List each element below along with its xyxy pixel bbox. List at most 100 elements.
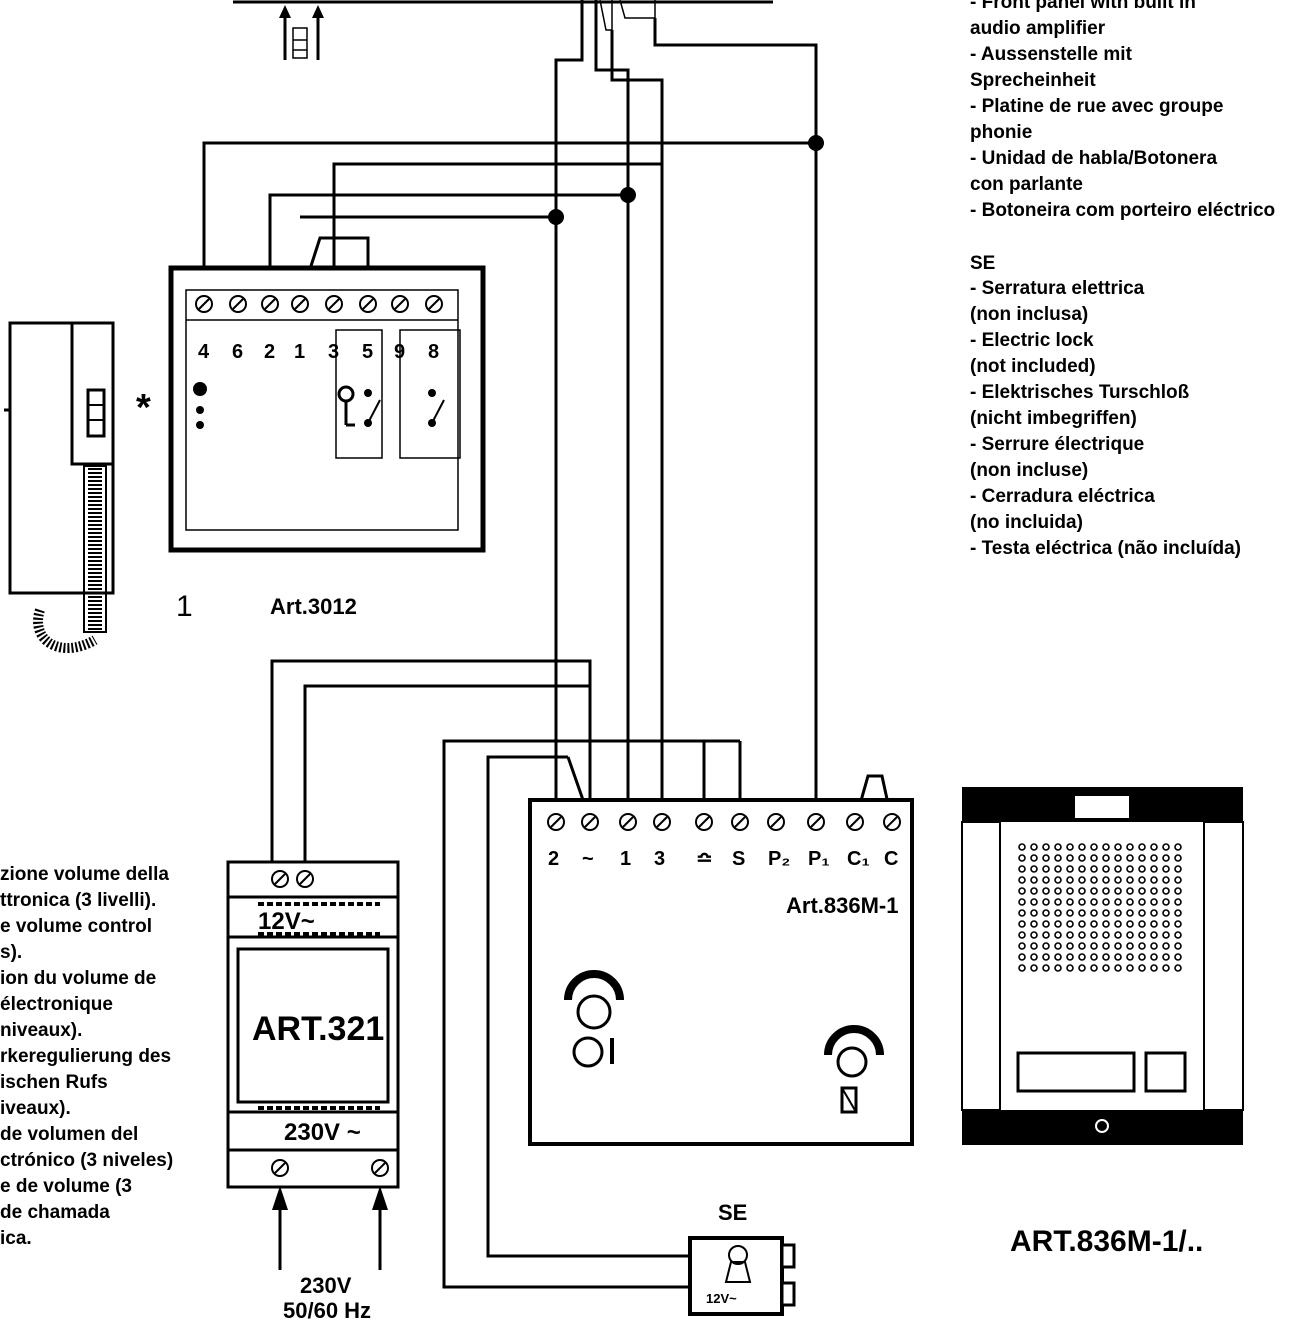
amplifier-terminal-label: C — [884, 848, 898, 870]
screw-terminal-icon — [195, 295, 213, 313]
electric-lock-unit — [688, 1236, 796, 1316]
screw-terminal-icon — [261, 295, 279, 313]
screw-terminal-icon — [695, 813, 713, 831]
note-line: e volume control — [0, 916, 152, 937]
mains-frequency: 50/60 Hz — [283, 1298, 371, 1323]
interphone-terminal-label: 1 — [294, 341, 305, 363]
note-line: ion du volume de — [0, 968, 156, 989]
screw-terminal-icon — [619, 813, 637, 831]
legend-line: - Cerradura eléctrica — [970, 486, 1155, 507]
legend-line: phonie — [970, 122, 1032, 143]
note-line: rkeregulierung des — [0, 1046, 171, 1067]
screw-terminal-icon — [767, 813, 785, 831]
amplifier-terminal-label: ≏ — [696, 848, 713, 870]
handset-number: 1 — [176, 590, 193, 623]
legend-line: - Serratura elettrica — [970, 278, 1145, 299]
screw-terminal-icon — [883, 813, 901, 831]
interphone-terminal-label: 2 — [264, 341, 275, 363]
legend-line: (nicht imbegriffen) — [970, 408, 1137, 429]
screw-terminal-icon — [391, 295, 409, 313]
legend-line: (not included) — [970, 356, 1096, 377]
screw-terminal-icon — [807, 813, 825, 831]
interphone-unit — [168, 265, 486, 553]
legend-se: - Serratura elettrica (non inclusa) - Elec… — [970, 278, 1241, 559]
power-supply-out-label: 12V~ — [258, 908, 315, 935]
amplifier-terminal-label: S — [732, 848, 745, 870]
power-supply-model: ART.321 — [252, 1010, 384, 1048]
note-line: iveaux). — [0, 1098, 71, 1119]
legend-line: - Unidad de habla/Botonera — [970, 148, 1217, 169]
interphone-terminal-label: 3 — [328, 341, 339, 363]
screw-terminal-icon — [229, 295, 247, 313]
screw-terminal-icon — [325, 295, 343, 313]
legend-se-title: SE — [970, 253, 995, 274]
power-supply-in-label: 230V ~ — [284, 1119, 361, 1146]
legend-line: - Aussenstelle mit — [970, 44, 1133, 65]
legend-line: con parlante — [970, 174, 1083, 195]
screw-terminal-icon — [731, 813, 749, 831]
amplifier-terminals: 2 ~1 3 ≏ S P₂ P₁ C₁ C — [547, 813, 901, 870]
legend-line: (non incluse) — [970, 460, 1088, 481]
screw-terminal-icon — [271, 870, 389, 1177]
screw-terminal-icon — [653, 813, 671, 831]
front-panel-unit — [961, 787, 1244, 1145]
interphone-terminal-label: 6 — [232, 341, 243, 363]
amplifier-terminal-label: P₂ — [768, 848, 790, 870]
screw-terminal-icon — [291, 295, 309, 313]
lock-voltage: 12V~ — [706, 1291, 737, 1306]
amplifier-terminal-label: P₁ — [808, 848, 830, 870]
legend-line: audio amplifier — [970, 18, 1106, 39]
legend-line: - Testa eléctrica (não incluída) — [970, 538, 1241, 559]
speaker-grille-icon — [1018, 843, 1182, 972]
left-notes: zione volume della ttronica (3 livelli). e… — [0, 864, 173, 1249]
note-line: électronique — [0, 994, 113, 1015]
power-supply-unit — [226, 860, 400, 1189]
amplifier-terminal-label: 2 — [548, 848, 559, 870]
lock-title: SE — [718, 1200, 747, 1225]
legend-line: - Front panel with built in — [970, 0, 1196, 13]
interphone-terminal-label: 9 — [394, 341, 405, 363]
amplifier-terminal-label: 3 — [654, 848, 665, 870]
screw-terminal-icon — [425, 295, 443, 313]
legend-line: Sprecheinheit — [970, 70, 1096, 91]
speaker-volume-icon — [564, 970, 624, 1068]
switch-contact-icon — [364, 389, 445, 427]
amplifier-model: Art.836M-1 — [786, 893, 898, 918]
legend-line: - Elektrisches Turschloß — [970, 382, 1190, 403]
legend-front-panel: - Front panel with built in audio amplifi… — [970, 0, 1275, 221]
microphone-volume-icon — [824, 1025, 884, 1114]
interphone-terminal-label: 8 — [428, 341, 439, 363]
amplifier-terminal-label: C₁ — [847, 848, 870, 870]
legend-line: - Platine de rue avec groupe — [970, 96, 1223, 117]
note-line: ttronica (3 livelli). — [0, 890, 156, 911]
note-line: de volumen del — [0, 1124, 138, 1145]
note-line: ctrónico (3 niveles) — [0, 1150, 173, 1171]
top-device-stub — [233, 0, 773, 31]
legend-line: (no incluida) — [970, 512, 1083, 533]
note-line: ischen Rufs — [0, 1072, 108, 1093]
amplifier-terminal-label: ~ — [582, 848, 594, 870]
keyhole-icon — [724, 1245, 752, 1283]
note-line: s). — [0, 942, 22, 963]
legend-line: - Electric lock — [970, 330, 1094, 351]
note-line: ica. — [0, 1228, 32, 1249]
note-line: zione volume della — [0, 864, 169, 885]
up-arrows-icon — [279, 5, 324, 60]
mains-voltage: 230V — [300, 1273, 352, 1298]
asterisk-label: * — [136, 387, 151, 429]
legend-line: (non inclusa) — [970, 304, 1088, 325]
amplifier-terminal-label: 1 — [620, 848, 631, 870]
screw-terminal-icon — [846, 813, 864, 831]
screw-terminal-icon — [359, 295, 377, 313]
legend-line: - Serrure électrique — [970, 434, 1144, 455]
key-icon — [337, 385, 355, 427]
interphone-terminal-label: 4 — [198, 341, 210, 363]
note-line: de chamada — [0, 1202, 110, 1223]
front-panel-model: ART.836M-1/.. — [1010, 1225, 1203, 1258]
wiring — [202, 0, 894, 1289]
handset-phone — [4, 321, 187, 654]
interphone-model: Art.3012 — [270, 594, 357, 619]
screw-terminal-icon — [547, 813, 565, 831]
